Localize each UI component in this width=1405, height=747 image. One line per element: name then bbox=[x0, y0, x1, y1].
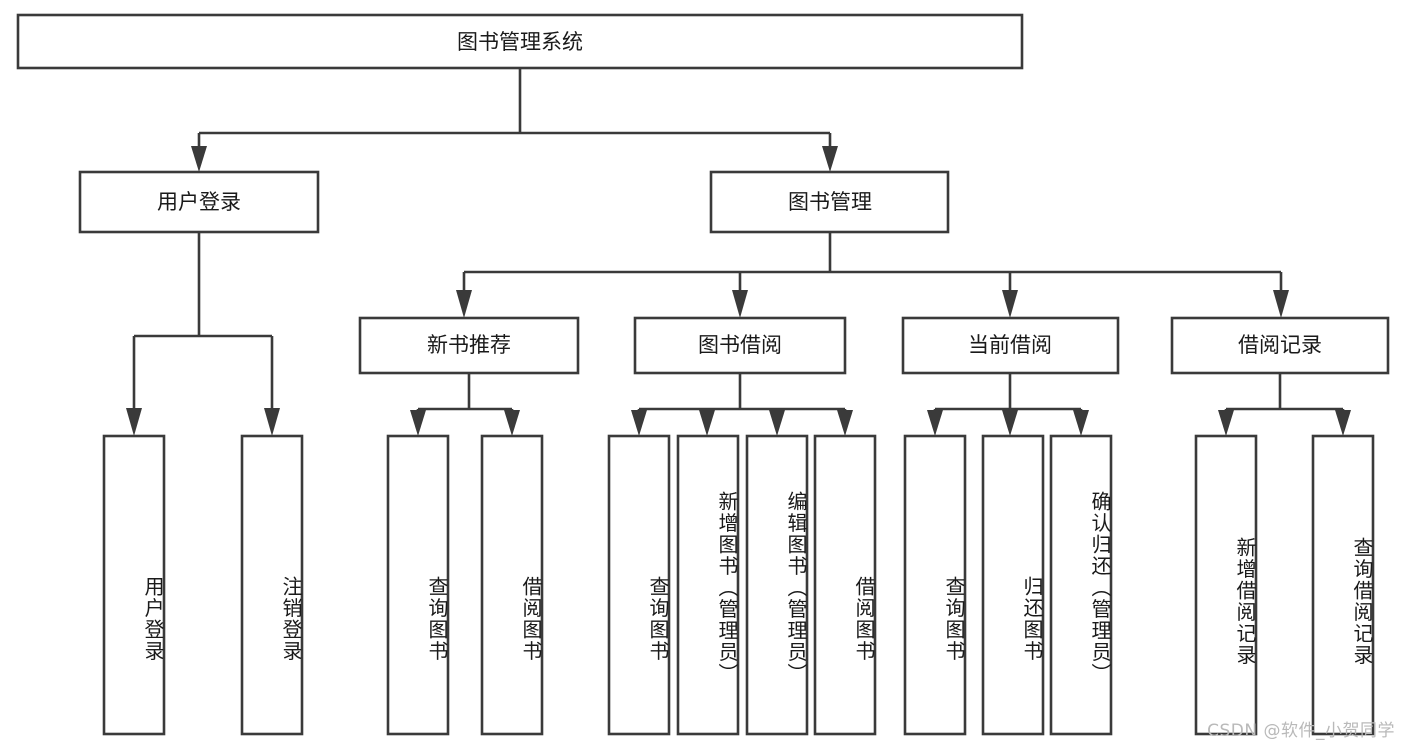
connector-book-manage-to-level3 bbox=[456, 232, 1289, 318]
leaf-box-return-book[interactable] bbox=[981, 434, 1045, 736]
arrow-head-icon bbox=[1335, 410, 1351, 436]
leaf-box-query-book-2[interactable] bbox=[607, 434, 671, 736]
user-login-label: 用户登录 bbox=[157, 190, 241, 214]
current-borrow-box[interactable] bbox=[901, 316, 1120, 375]
connector-borrow-record-to-leaves bbox=[1218, 373, 1351, 436]
node-new-book-recommend[interactable]: 新书推荐 bbox=[358, 316, 580, 375]
arrow-head-icon bbox=[410, 410, 426, 436]
arrow-head-icon bbox=[732, 290, 748, 318]
arrow-head-icon bbox=[822, 146, 838, 172]
leaf-box-confirm-return[interactable] bbox=[1049, 434, 1113, 736]
arrow-head-icon bbox=[769, 410, 785, 436]
connector-root-to-level2 bbox=[191, 68, 838, 172]
connector-current-borrow-to-leaves bbox=[927, 373, 1089, 436]
node-root[interactable]: 图书管理系统 bbox=[16, 13, 1024, 70]
arrow-head-icon bbox=[699, 410, 715, 436]
arrow-head-icon bbox=[456, 290, 472, 318]
arrow-head-icon bbox=[1002, 410, 1018, 436]
leaf-box-borrow-book-2[interactable] bbox=[813, 434, 877, 736]
connector-new-book-recommend-to-leaves bbox=[410, 373, 520, 436]
leaf-box-borrow-book-1[interactable] bbox=[480, 434, 544, 736]
arrow-head-icon bbox=[927, 410, 943, 436]
leaf-box-query-record[interactable] bbox=[1311, 434, 1375, 736]
book-manage-label: 图书管理 bbox=[788, 190, 872, 214]
connector-book-borrow-to-leaves bbox=[631, 373, 853, 436]
node-book-borrow[interactable]: 图书借阅 bbox=[633, 316, 847, 375]
leaf-box-add-record[interactable] bbox=[1194, 434, 1258, 736]
node-user-login[interactable]: 用户登录 bbox=[78, 170, 320, 234]
borrow-record-label: 借阅记录 bbox=[1238, 333, 1322, 357]
new-book-recommend-box[interactable] bbox=[358, 316, 580, 375]
root-box[interactable] bbox=[16, 13, 1024, 70]
arrow-head-icon bbox=[1218, 410, 1234, 436]
root-label: 图书管理系统 bbox=[457, 30, 583, 54]
current-borrow-label: 当前借阅 bbox=[968, 333, 1052, 357]
user-login-box[interactable] bbox=[78, 170, 320, 234]
arrow-head-icon bbox=[264, 408, 280, 436]
leaf-box-edit-book[interactable] bbox=[745, 434, 809, 736]
arrow-head-icon bbox=[191, 146, 207, 172]
node-current-borrow[interactable]: 当前借阅 bbox=[901, 316, 1120, 375]
arrow-head-icon bbox=[504, 410, 520, 436]
watermark-text: CSDN @软件_小贺同学 bbox=[1207, 721, 1395, 741]
leaf-box-query-book-3[interactable] bbox=[903, 434, 967, 736]
leaf-box-logout-login[interactable] bbox=[240, 434, 304, 736]
node-book-manage[interactable]: 图书管理 bbox=[709, 170, 950, 234]
new-book-recommend-label: 新书推荐 bbox=[427, 333, 511, 357]
leaf-box-add-book[interactable] bbox=[676, 434, 740, 736]
leaf-box-user-login[interactable] bbox=[102, 434, 166, 736]
arrow-head-icon bbox=[126, 408, 142, 436]
book-borrow-label: 图书借阅 bbox=[698, 333, 782, 357]
arrow-head-icon bbox=[837, 410, 853, 436]
connector-user-login-to-leaves bbox=[126, 232, 280, 436]
node-borrow-record[interactable]: 借阅记录 bbox=[1170, 316, 1390, 375]
leaf-boxes bbox=[102, 434, 1375, 736]
arrow-head-icon bbox=[1002, 290, 1018, 318]
leaf-box-query-book-1[interactable] bbox=[386, 434, 450, 736]
arrow-head-icon bbox=[631, 410, 647, 436]
arrow-head-icon bbox=[1073, 410, 1089, 436]
arrow-head-icon bbox=[1273, 290, 1289, 318]
